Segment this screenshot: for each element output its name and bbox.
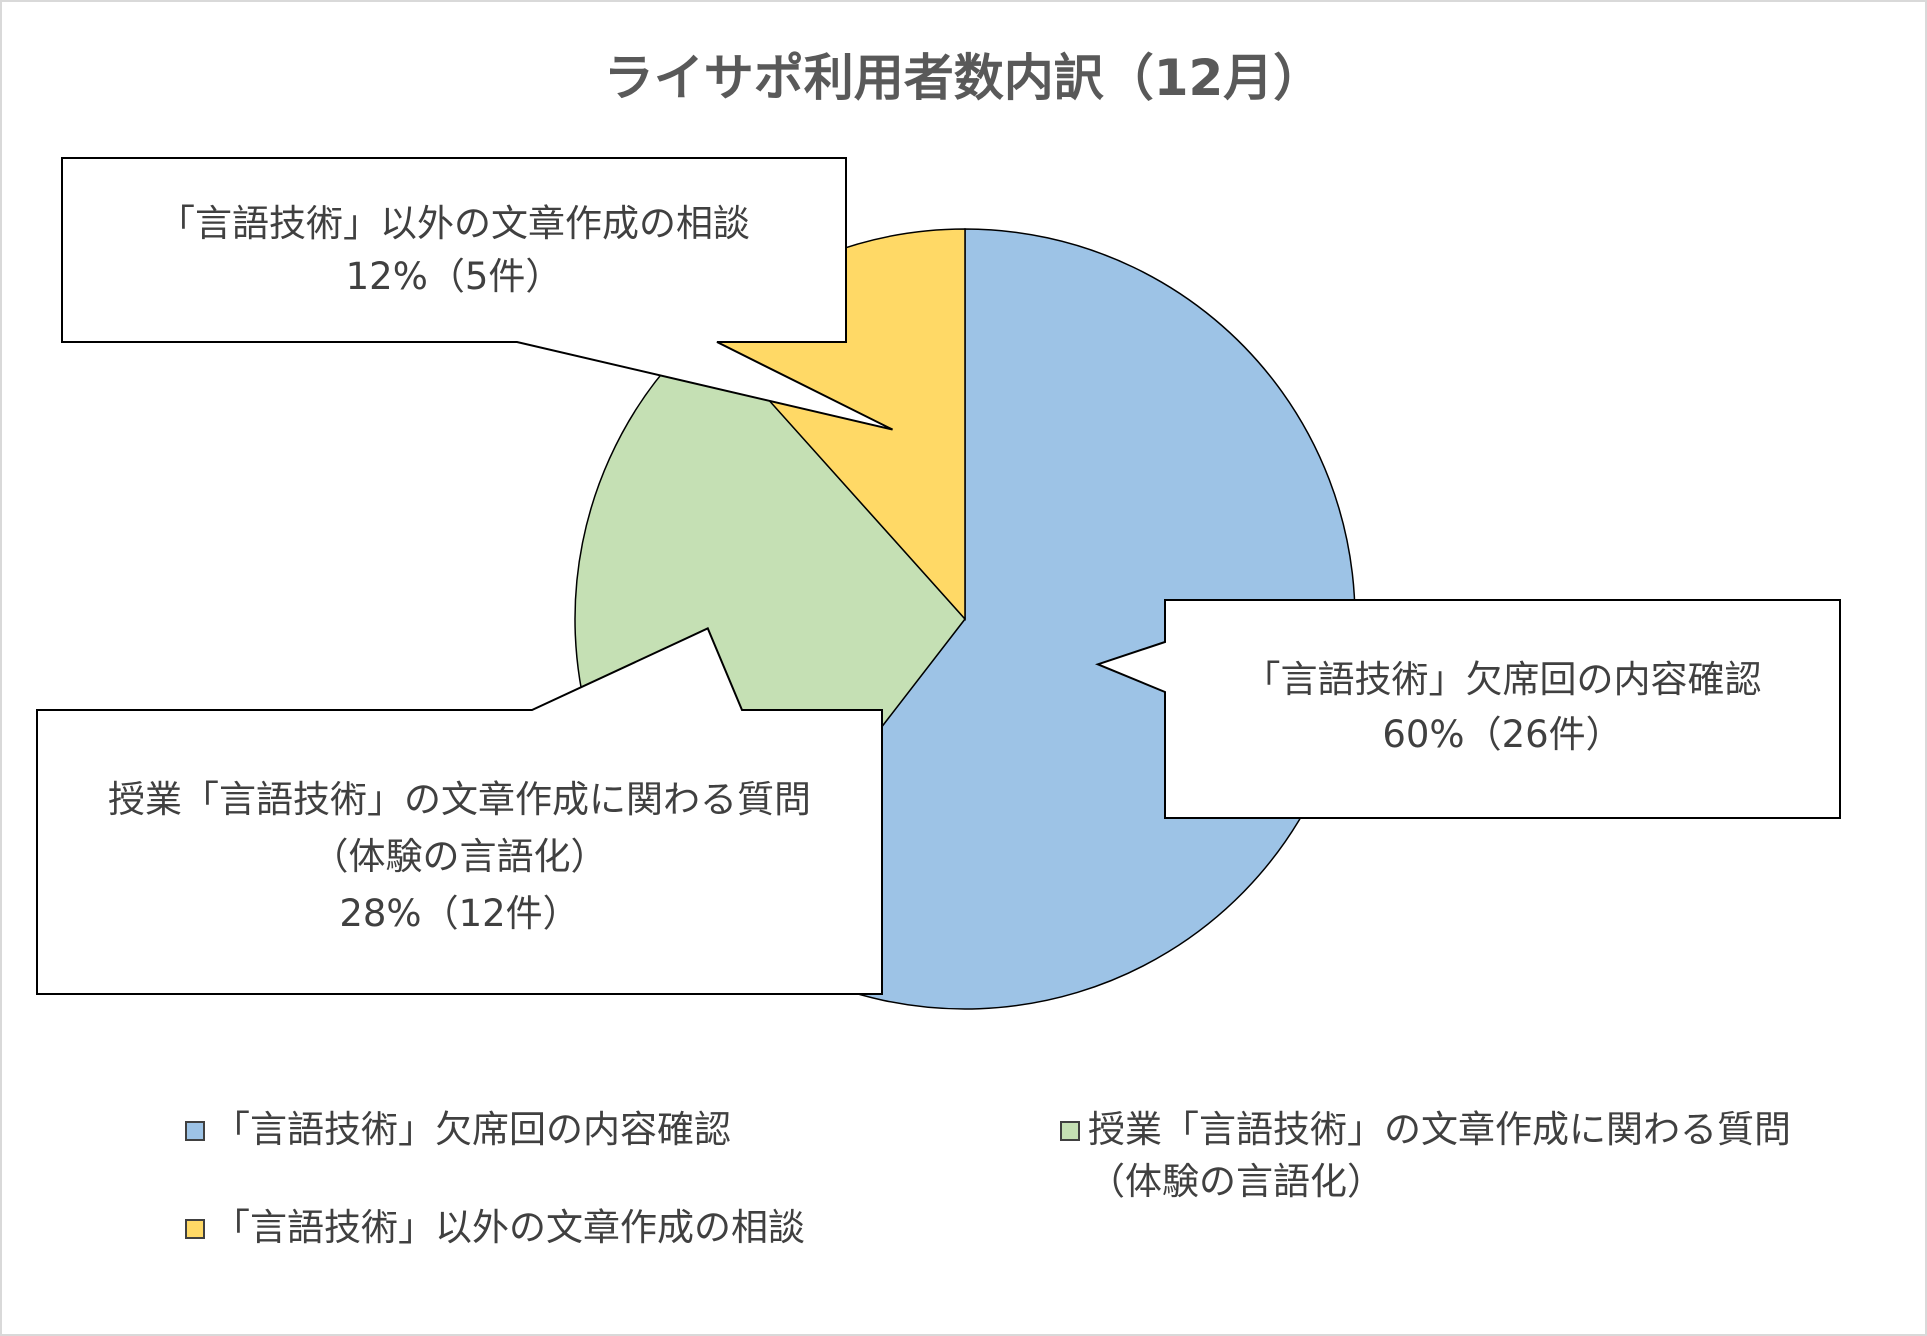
callout-class-writing-question: 授業「言語技術」の文章作成に関わる質問 （体験の言語化） 28%（12件） bbox=[36, 627, 883, 995]
callout-absent-class-review: 「言語技術」欠席回の内容確認 60%（26件） bbox=[1095, 599, 1841, 819]
legend-swatch bbox=[185, 1121, 205, 1141]
legend-label: 授業「言語技術」の文章作成に関わる質問 bbox=[1088, 1108, 1791, 1151]
slice-percent-label: 60%（26件） bbox=[1382, 713, 1622, 756]
callout-other-writing-consultation: 「言語技術」以外の文章作成の相談 12%（5件） bbox=[61, 157, 894, 431]
slice-name-label: （体験の言語化） bbox=[312, 835, 608, 878]
callout-box bbox=[1095, 599, 1841, 819]
legend-label-wrap: 授業「言語技術」の文章作成に関わる質問 （体験の言語化） bbox=[1088, 1104, 1791, 1208]
slice-percent-label: 12%（5件） bbox=[346, 255, 563, 298]
slice-name-label: 授業「言語技術」の文章作成に関わる質問 bbox=[108, 778, 811, 821]
legend-label: 「言語技術」以外の文章作成の相談 bbox=[213, 1206, 805, 1249]
callout-box bbox=[36, 627, 883, 995]
chart-title: ライサポ利用者数内訳（12月） bbox=[603, 49, 1324, 107]
legend-swatch bbox=[1060, 1121, 1080, 1141]
callout-box bbox=[61, 157, 894, 431]
legend-item-other-writing-consultation: 「言語技術」以外の文章作成の相談 bbox=[185, 1202, 805, 1254]
slice-percent-label: 28%（12件） bbox=[339, 892, 579, 935]
legend-item-absent-class-review: 「言語技術」欠席回の内容確認 bbox=[185, 1104, 731, 1156]
legend-label: 「言語技術」欠席回の内容確認 bbox=[213, 1108, 731, 1151]
callout-labels: 「言語技術」欠席回の内容確認 60%（26件） 授業「言語技術」の文章作成に関わる質… bbox=[36, 157, 1841, 995]
legend-swatch bbox=[185, 1219, 205, 1239]
slice-name-label: 「言語技術」以外の文章作成の相談 bbox=[158, 202, 750, 245]
legend-item-class-writing-question: 授業「言語技術」の文章作成に関わる質問 （体験の言語化） bbox=[1060, 1104, 1791, 1208]
slice-name-label: 「言語技術」欠席回の内容確認 bbox=[1244, 658, 1762, 701]
legend-label-line2: （体験の言語化） bbox=[1088, 1159, 1384, 1203]
